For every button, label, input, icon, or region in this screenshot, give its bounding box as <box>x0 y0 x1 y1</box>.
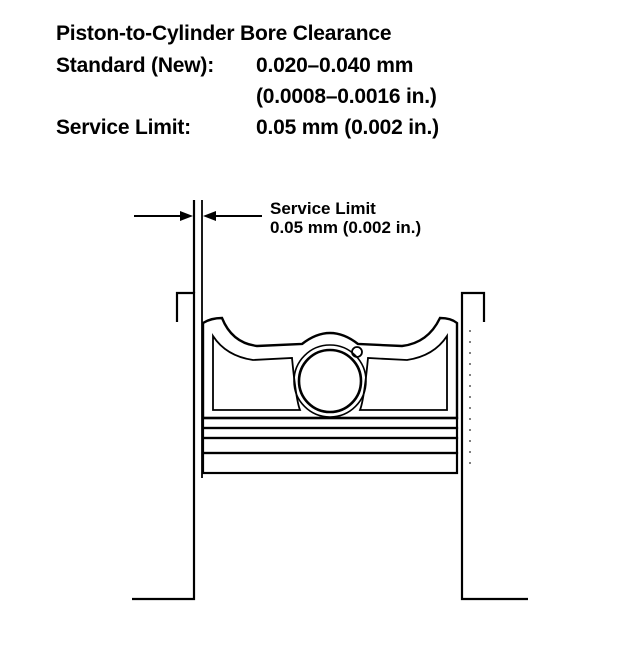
service-limit-label: Service Limit: <box>56 116 191 139</box>
clearance-arrowhead-right <box>203 211 216 221</box>
service-limit-value: 0.05 mm (0.002 in.) <box>256 116 439 139</box>
spec-title: Piston-to-Cylinder Bore Clearance <box>56 22 392 45</box>
piston-oil-hole <box>351 346 363 358</box>
ring-land-3 <box>201 436 459 455</box>
ring-land-1 <box>201 416 459 430</box>
clearance-dimension <box>134 211 262 221</box>
piston-crown-inner <box>212 332 302 411</box>
standard-label: Standard (New): <box>56 54 215 77</box>
callout-service-limit-value: 0.05 mm (0.002 in.) <box>270 218 422 237</box>
cylinder-wall-left <box>132 200 196 601</box>
ring-land-2 <box>201 426 459 440</box>
piston-pin <box>297 348 363 414</box>
standard-imperial-value: (0.0008–0.0016 in.) <box>256 85 437 108</box>
ring-land-4 <box>201 451 459 475</box>
piston-rings <box>201 416 459 475</box>
callout-service-limit-label: Service Limit <box>270 199 376 218</box>
standard-metric-value: 0.020–0.040 mm <box>256 54 414 77</box>
cylinder-wall-right <box>460 291 528 601</box>
piston <box>201 316 459 420</box>
piston-crown-inner-right <box>358 332 448 411</box>
piston-crown-outer <box>201 316 459 420</box>
clearance-arrowhead-left <box>180 211 193 221</box>
